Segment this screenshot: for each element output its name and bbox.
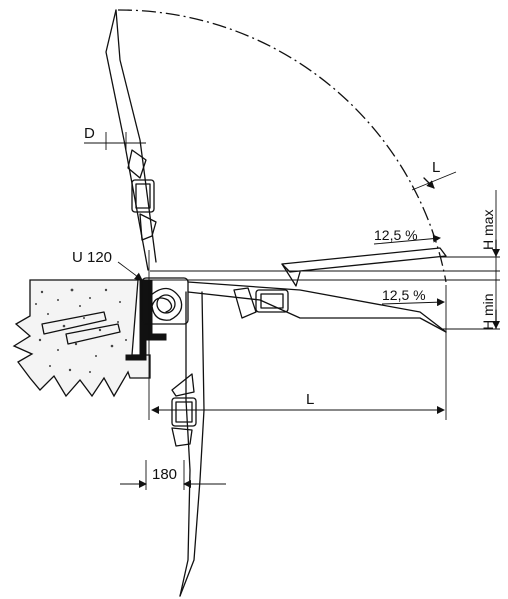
label-h-min: H min	[480, 293, 496, 330]
label-d: D	[84, 125, 95, 142]
upper-gate-leaf	[105, 9, 157, 271]
u120-leader	[117, 261, 143, 281]
label-l-bottom: L	[306, 391, 314, 408]
dimension-d	[84, 132, 146, 150]
dimension-180	[120, 460, 226, 490]
hinge-roller-icon	[141, 277, 189, 325]
slope-top-line	[373, 234, 441, 245]
label-h-max: H max	[480, 210, 496, 250]
slope-bottom-line	[381, 298, 445, 307]
label-slope-bottom: 12,5 %	[382, 287, 426, 303]
concrete-wall-icon	[12, 279, 151, 398]
label-u120: U 120	[72, 249, 112, 266]
reference-lines	[138, 250, 500, 420]
lower-horizontal-leaf	[187, 281, 447, 333]
upper-slope-leaf	[281, 247, 447, 287]
label-180: 180	[152, 466, 177, 483]
lower-gate-leaf	[171, 291, 205, 597]
swing-arc	[117, 9, 447, 283]
label-slope-top: 12,5 %	[374, 227, 418, 243]
u120-channel	[125, 279, 167, 361]
label-l-arc: L	[432, 159, 440, 176]
